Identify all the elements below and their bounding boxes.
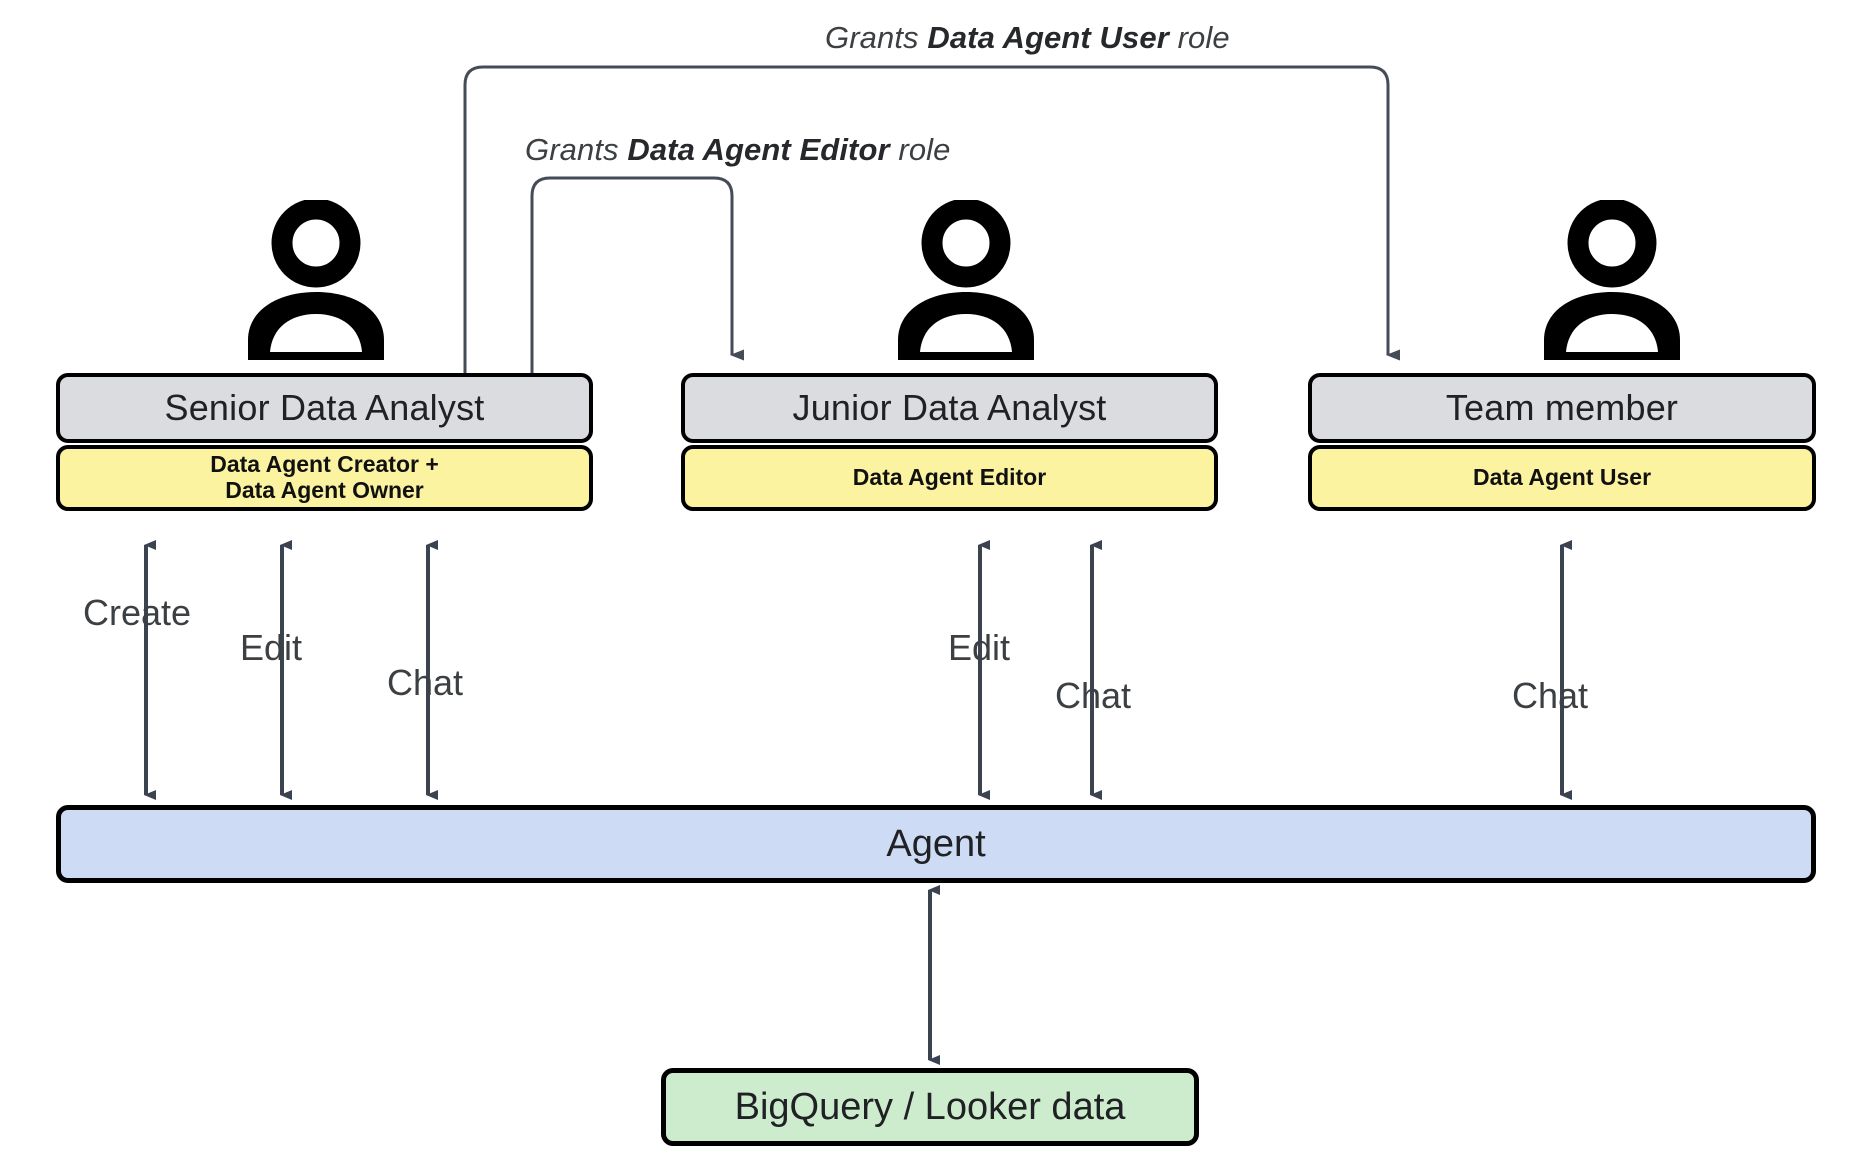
person-icon	[248, 200, 384, 360]
role-permission-senior: Data Agent Creator + Data Agent Owner	[56, 445, 593, 511]
person-icon	[1544, 200, 1680, 360]
grants-editor-role: Data Agent Editor	[627, 132, 890, 167]
agent-bar: Agent	[56, 805, 1816, 883]
permission-line-2: Data Agent Owner	[225, 477, 424, 503]
permission-line-1: Data Agent Creator +	[210, 451, 439, 478]
grants-editor-prefix: Grants	[525, 132, 628, 167]
person-icon	[898, 200, 1034, 360]
flow-label-create: Create	[83, 592, 192, 633]
flow-label-edit-junior: Edit	[948, 627, 1011, 668]
agent-label: Agent	[886, 822, 986, 865]
grants-user-role: Data Agent User	[927, 20, 1169, 55]
grants-user-suffix: role	[1168, 20, 1230, 55]
actor-junior-data-analyst: Junior Data Analyst Data Agent Editor	[681, 373, 1218, 511]
role-permission-team: Data Agent User	[1308, 445, 1816, 511]
actor-team-member: Team member Data Agent User	[1308, 373, 1816, 511]
role-title-senior: Senior Data Analyst	[56, 373, 593, 443]
role-title-junior: Junior Data Analyst	[681, 373, 1218, 443]
role-title-team: Team member	[1308, 373, 1816, 443]
role-permission-junior: Data Agent Editor	[681, 445, 1218, 511]
data-source-box: BigQuery / Looker data	[661, 1068, 1199, 1146]
connector-label-grants-user: Grants Data Agent User role	[825, 20, 1230, 56]
grants-user-prefix: Grants	[825, 20, 928, 55]
grants-editor-suffix: role	[889, 132, 951, 167]
connector-grants-editor	[530, 176, 744, 373]
connector-label-grants-editor: Grants Data Agent Editor role	[525, 132, 951, 168]
data-source-label: BigQuery / Looker data	[734, 1085, 1126, 1128]
flow-label-chat-junior: Chat	[1055, 675, 1132, 716]
actor-senior-data-analyst: Senior Data Analyst Data Agent Creator +…	[56, 373, 593, 511]
flow-label-chat-senior: Chat	[387, 662, 464, 703]
permission-line-1: Data Agent User	[1472, 464, 1652, 491]
flow-label-chat-team: Chat	[1512, 675, 1589, 716]
permission-line-1: Data Agent Editor	[852, 464, 1047, 491]
flow-label-edit-senior: Edit	[240, 627, 303, 668]
